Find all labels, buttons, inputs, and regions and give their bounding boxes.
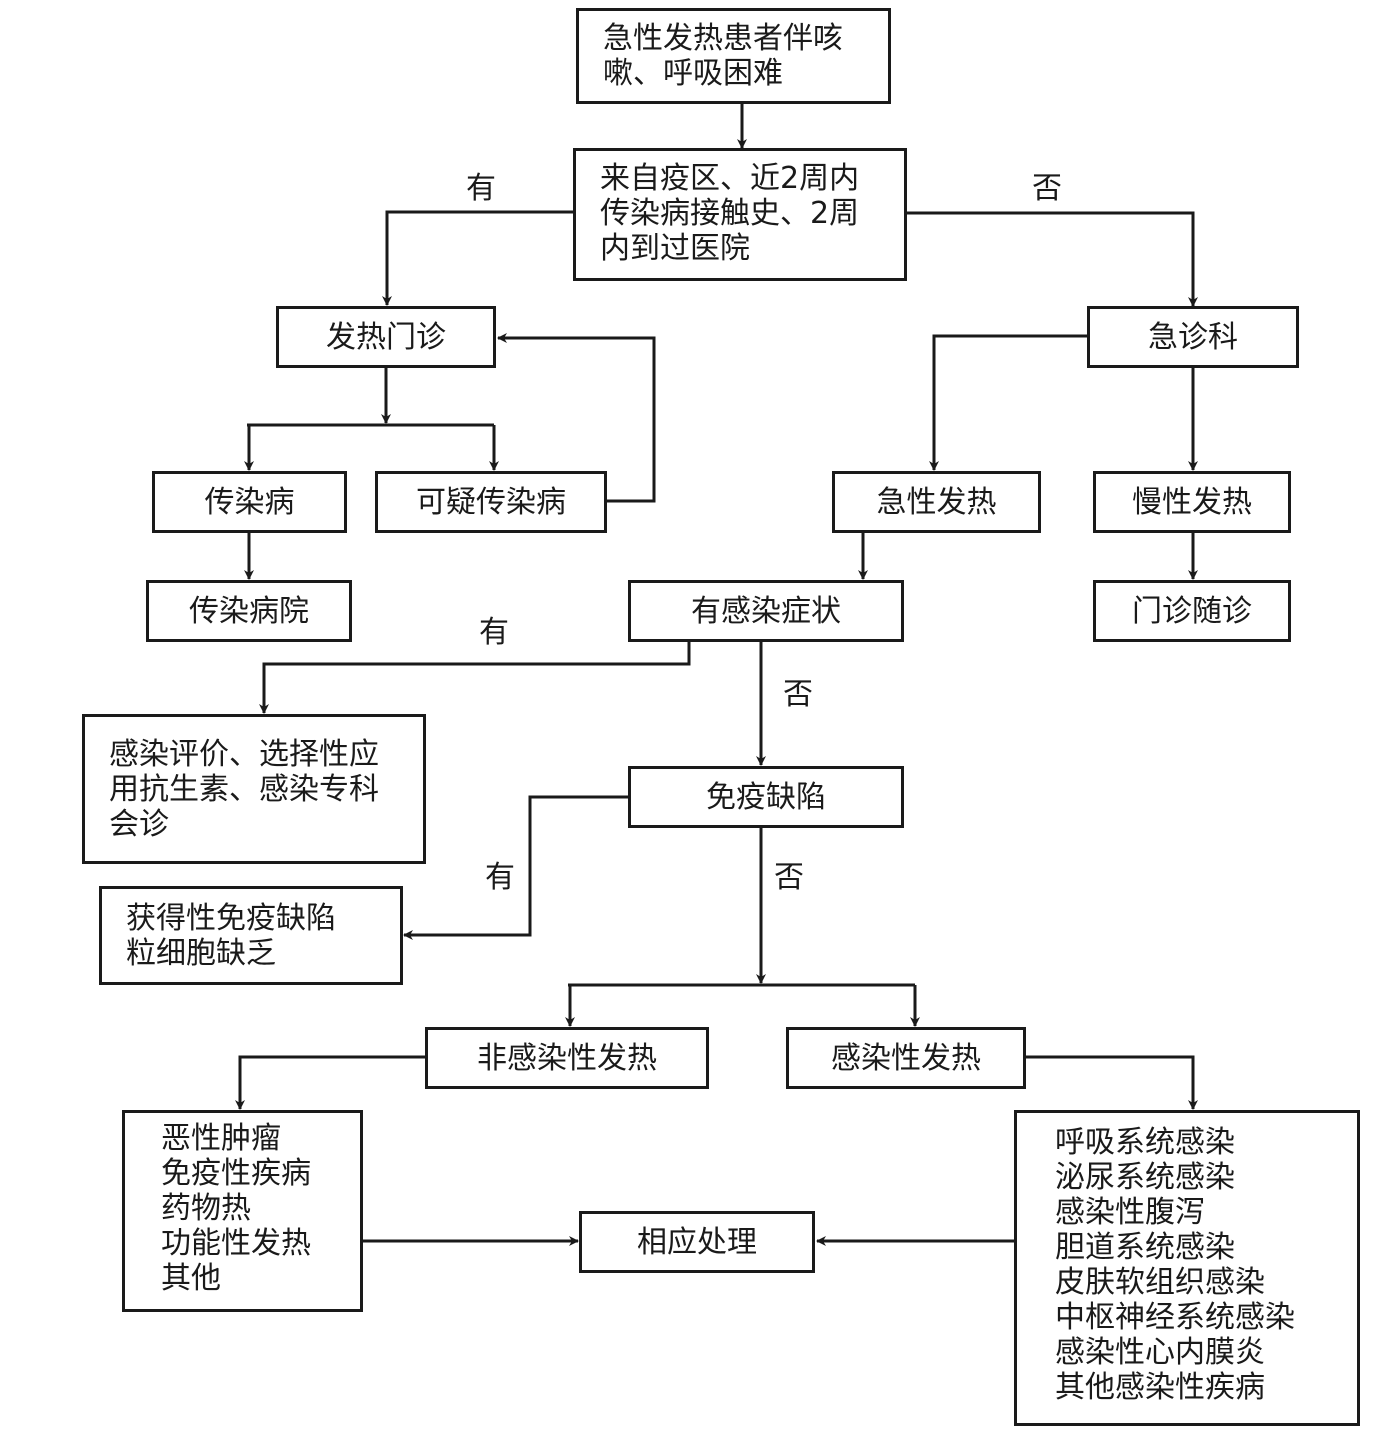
infectious-hospital-node: 传染病院 [146,580,352,642]
edge-label-symptoms-no: 否 [783,677,813,712]
infection-item: 胆道系统感染 [1055,1230,1235,1265]
infection-item: 中枢神经系统感染 [1055,1300,1295,1335]
noninfectious-fever-node: 非感染性发热 [425,1027,709,1089]
edge-label-symptoms-yes: 有 [479,615,509,650]
noninfectious-item: 功能性发热 [161,1226,311,1261]
infection-eval-node: 感染评价、选择性应 用抗生素、感染专科 会诊 [82,714,426,864]
infectious-fever-node: 感染性发热 [786,1027,1026,1089]
edge-emergency-acute [929,334,1087,471]
infection-list-node: 呼吸系统感染 泌尿系统感染 感染性腹泻 胆道系统感染 皮肤软组织感染 中枢神经系… [1014,1110,1360,1426]
edge-noninfectious-list [235,1055,426,1110]
noninfectious-item: 恶性肿瘤 [161,1121,281,1156]
edge-suspected-fever-clinic [497,333,656,503]
emergency-node: 急诊科 [1087,306,1299,368]
edge-split-infectious [247,423,494,470]
infectious-node: 传染病 [152,471,347,533]
start-node: 急性发热患者伴咳 嗽、呼吸困难 [576,8,891,104]
infection-eval-line-3: 会诊 [109,807,169,842]
infection-item: 皮肤软组织感染 [1055,1265,1265,1300]
noninfectious-item: 其他 [161,1261,221,1296]
infection-symptoms-node: 有感染症状 [628,580,904,642]
acquired-line-2: 粒细胞缺乏 [126,936,276,971]
edge-label-immuno-yes: 有 [485,860,515,895]
edge-immuno-acquired [403,795,630,940]
infection-item: 其他感染性疾病 [1055,1370,1265,1405]
outpatient-followup-node: 门诊随诊 [1093,580,1291,642]
start-line-1: 急性发热患者伴咳 [603,21,843,56]
edge-exposure-fever-clinic [382,210,574,306]
edge-infectious-list [1025,1055,1198,1110]
infection-item: 呼吸系统感染 [1055,1125,1235,1160]
infection-eval-line-1: 感染评价、选择性应 [109,737,379,772]
exposure-line-3: 内到过医院 [600,231,750,266]
edge-symptoms-eval [259,641,691,714]
exposure-node: 来自疫区、近2周内 传染病接触史、2周 内到过医院 [573,148,907,281]
fever-clinic-node: 发热门诊 [276,306,496,368]
infection-item: 感染性腹泻 [1055,1195,1205,1230]
acute-fever-node: 急性发热 [832,471,1041,533]
chronic-fever-node: 慢性发热 [1093,471,1291,533]
exposure-line-2: 传染病接触史、2周 [600,196,860,231]
noninfectious-item: 药物热 [161,1191,251,1226]
acquired-line-1: 获得性免疫缺陷 [126,901,336,936]
infection-item: 泌尿系统感染 [1055,1160,1235,1195]
infection-eval-line-2: 用抗生素、感染专科 [109,772,379,807]
edge-split-noninfectious [568,983,915,1026]
noninfectious-list-node: 恶性肿瘤 免疫性疾病 药物热 功能性发热 其他 [122,1110,363,1312]
infection-item: 感染性心内膜炎 [1055,1335,1265,1370]
exposure-line-1: 来自疫区、近2周内 [600,161,860,196]
noninfectious-item: 免疫性疾病 [161,1156,311,1191]
start-line-2: 嗽、呼吸困难 [603,56,783,91]
treatment-node: 相应处理 [579,1211,815,1273]
edge-label-exposure-no: 否 [1032,171,1062,206]
edge-label-exposure-yes: 有 [466,171,496,206]
acquired-node: 获得性免疫缺陷 粒细胞缺乏 [99,886,403,985]
edge-exposure-emergency [906,211,1198,307]
suspected-node: 可疑传染病 [375,471,607,533]
edge-label-immuno-no: 否 [774,860,804,895]
immunodeficiency-node: 免疫缺陷 [628,766,904,828]
